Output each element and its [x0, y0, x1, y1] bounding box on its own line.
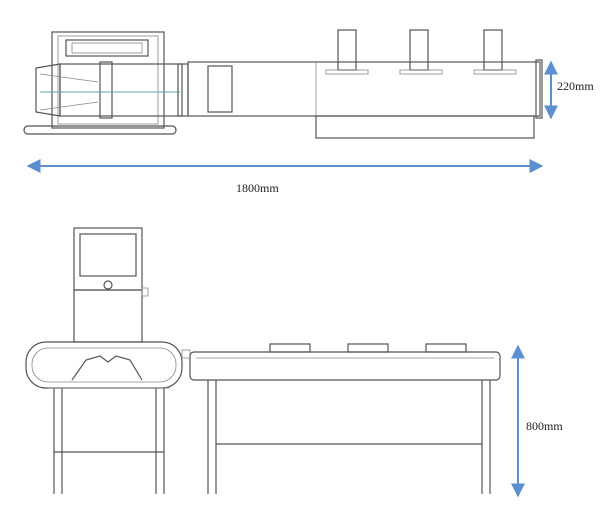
top-guide-line	[39, 101, 99, 111]
top-conveyor-end	[207, 65, 233, 113]
top-view: 220mm 1800mm	[23, 29, 594, 195]
side-reject-unit	[347, 343, 389, 353]
side-reject-unit	[269, 343, 311, 353]
height-dimension-label: 800mm	[526, 419, 563, 433]
side-load-cell	[71, 355, 143, 381]
side-view: 800mm	[25, 227, 563, 498]
top-reject-arm	[409, 29, 429, 71]
side-connector	[181, 349, 191, 359]
top-lower-tray	[315, 115, 535, 139]
side-cable-port	[141, 287, 149, 297]
top-reject-base	[473, 69, 517, 75]
top-flange	[177, 63, 189, 117]
side-reject-unit	[425, 343, 467, 353]
side-display-screen	[79, 233, 137, 277]
power-knob-icon	[103, 280, 113, 290]
top-reject-arm	[337, 29, 357, 71]
top-guide-line	[39, 73, 99, 83]
length-dimension-label: 1800mm	[236, 181, 279, 195]
side-cabinet-body	[73, 289, 143, 343]
side-conveyor-inner	[31, 347, 177, 383]
top-center-roller	[99, 61, 113, 119]
top-display	[71, 42, 143, 54]
side-reject-table	[189, 351, 501, 381]
width-dimension-label: 220mm	[557, 79, 594, 93]
top-head-inner	[57, 35, 159, 125]
top-end-plate	[535, 59, 543, 119]
top-head-frame	[51, 31, 165, 129]
top-reject-arm	[483, 29, 503, 71]
top-reject-base	[399, 69, 443, 75]
top-weigh-belt	[59, 63, 183, 117]
top-infeed-guide	[35, 63, 61, 117]
side-conveyor-outer	[25, 341, 183, 389]
top-display-housing	[65, 39, 149, 57]
top-reject-base	[325, 69, 369, 75]
top-base-rail	[23, 125, 177, 135]
